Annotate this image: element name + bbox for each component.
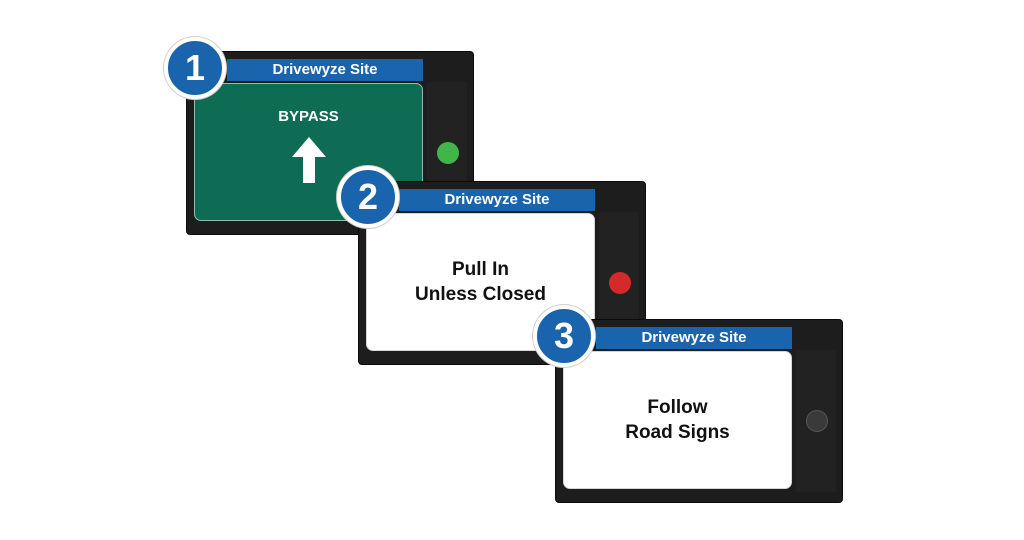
screen-message: Pull In Unless Closed bbox=[415, 259, 546, 305]
title-bar: Drivewyze Site bbox=[227, 59, 423, 81]
step-badge-3: 3 bbox=[533, 305, 595, 367]
step-badge-2: 2 bbox=[337, 166, 399, 228]
screen-message: BYPASS bbox=[278, 108, 339, 125]
status-light-green bbox=[437, 142, 459, 164]
device-step-3: Drivewyze Site Follow Road Signs bbox=[556, 320, 842, 502]
screen-message: Follow Road Signs bbox=[625, 397, 730, 443]
up-arrow-icon bbox=[291, 137, 326, 188]
status-light-off bbox=[806, 410, 828, 432]
follow-signs-screen: Follow Road Signs bbox=[563, 351, 792, 489]
status-light-red bbox=[609, 272, 631, 294]
step-badge-1: 1 bbox=[164, 37, 226, 99]
device-step-1: Drivewyze Site BYPASS bbox=[187, 52, 473, 234]
title-bar: Drivewyze Site bbox=[399, 189, 595, 211]
title-bar: Drivewyze Site bbox=[596, 327, 792, 349]
